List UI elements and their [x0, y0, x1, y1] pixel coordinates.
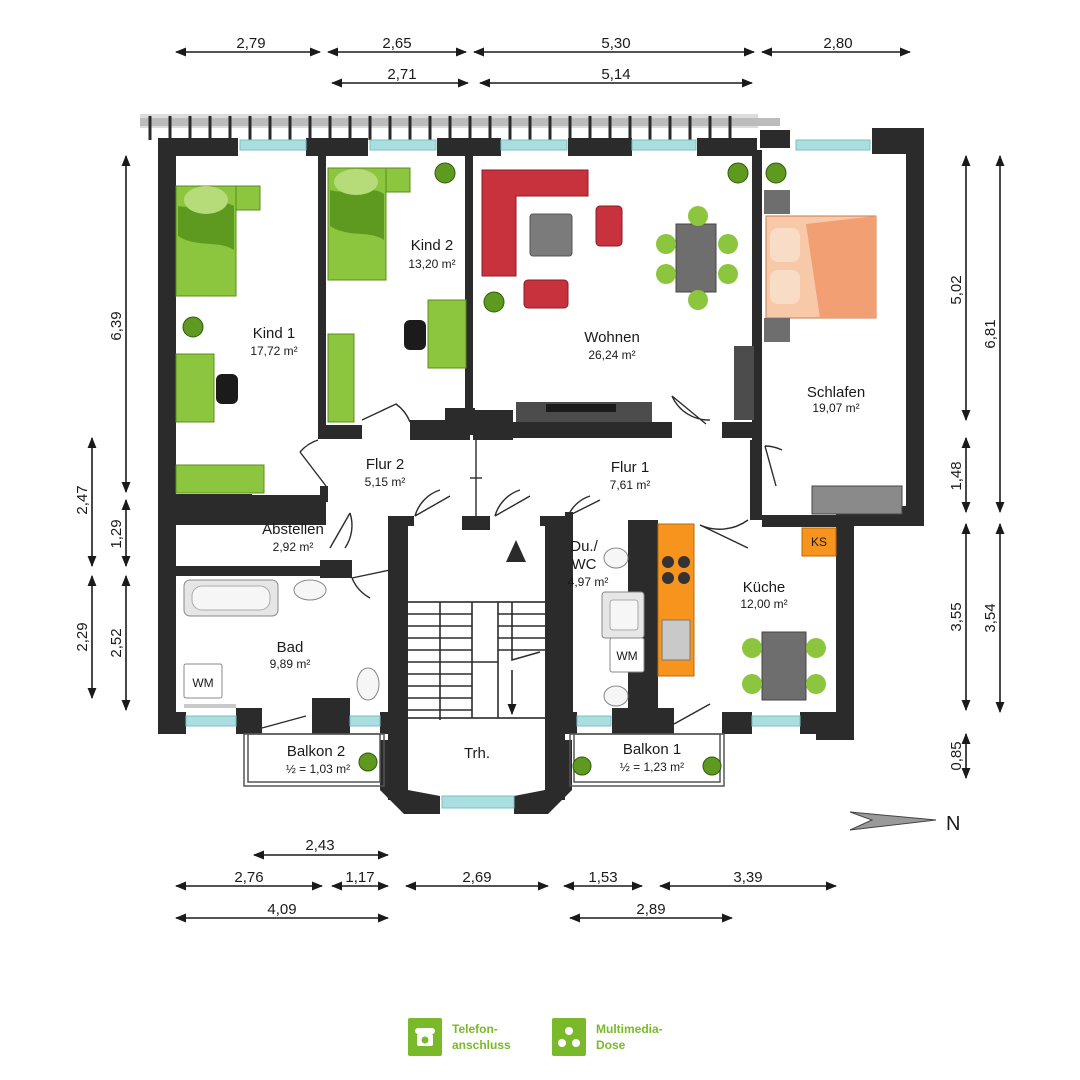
label-balkon2-area: ½ = 1,03 m²: [286, 762, 350, 776]
walls: [158, 128, 924, 814]
schlafen-furniture: [764, 162, 903, 515]
label-kind2-area: 13,20 m²: [408, 257, 455, 271]
label-flur2-area: 5,15 m²: [365, 475, 406, 489]
label-flur2-name: Flur 2: [366, 456, 404, 473]
legend-multimedia-line1: Multimedia-: [596, 1022, 663, 1036]
compass-arrow-icon: [849, 811, 937, 831]
label-wm-wc: WM: [616, 649, 637, 663]
label-treppenhaus: Trh.: [464, 745, 490, 762]
dim-bottom-2: 2,76: [234, 869, 263, 886]
label-kind1-area: 17,72 m²: [250, 344, 297, 358]
telephone-icon: [408, 1018, 442, 1056]
dim-bottom-5: 1,53: [588, 869, 617, 886]
legend-multimedia-line2: Dose: [596, 1038, 626, 1052]
wohnen-furniture: [481, 162, 754, 422]
kueche-furniture: [657, 523, 837, 701]
roof-eave: [140, 114, 780, 140]
dimension-labels: 2,79 2,65 5,30 2,80 2,71 5,14 6,39 2,47 …: [74, 35, 999, 918]
dim-bottom-1: 2,43: [305, 837, 334, 854]
label-kind2-name: Kind 2: [411, 237, 454, 254]
label-duwc-area: 4,97 m²: [568, 575, 609, 589]
label-balkon1-area: ½ = 1,23 m²: [620, 760, 684, 774]
dim-left-1: 6,39: [108, 311, 125, 340]
wc-furniture: [601, 547, 645, 707]
room-labels: Kind 1 17,72 m² Kind 2 13,20 m² Wohnen 2…: [192, 237, 865, 776]
label-wm-bad: WM: [192, 676, 213, 690]
dim-bottom-7: 4,09: [267, 901, 296, 918]
dimension-lines: [87, 47, 1005, 923]
label-schlafen-area: 19,07 m²: [812, 401, 859, 415]
dim-top-6: 5,14: [601, 66, 630, 83]
dim-top-3: 5,30: [601, 35, 630, 52]
label-duwc-name-1: Du./: [570, 538, 598, 555]
dim-bottom-3: 1,17: [345, 869, 374, 886]
dim-left-5: 2,52: [108, 628, 125, 657]
dim-top-1: 2,79: [236, 35, 265, 52]
north-arrow-icon: [506, 540, 526, 562]
label-bad-name: Bad: [277, 639, 304, 656]
multimedia-outlet-icon: [552, 1018, 586, 1056]
dim-top-5: 2,71: [387, 66, 416, 83]
legend-telephone: Telefon- anschluss: [408, 1018, 532, 1056]
label-ks: KS: [811, 535, 827, 549]
kind1-furniture: [175, 185, 265, 494]
label-duwc-name-2: WC: [572, 556, 597, 573]
dim-top-4: 2,80: [823, 35, 852, 52]
balconies: [243, 733, 725, 787]
compass: N: [849, 811, 960, 835]
label-abstellen-name: Abstellen: [262, 521, 324, 538]
label-flur1-area: 7,61 m²: [610, 478, 651, 492]
label-schlafen-name: Schlafen: [807, 384, 865, 401]
label-wohnen-name: Wohnen: [584, 329, 640, 346]
windows: [185, 139, 871, 809]
kind2-furniture: [327, 162, 467, 423]
dim-right-2: 6,81: [982, 319, 999, 348]
label-kueche-area: 12,00 m²: [740, 597, 787, 611]
dim-right-6: 0,85: [948, 741, 965, 770]
staircase: [405, 601, 549, 720]
dim-bottom-4: 2,69: [462, 869, 491, 886]
legend-multimedia-text: Multimedia- Dose: [596, 1021, 676, 1053]
dim-left-4: 2,29: [74, 622, 91, 651]
label-balkon2-name: Balkon 2: [287, 743, 345, 760]
dim-bottom-8: 2,89: [636, 901, 665, 918]
legend-telephone-line1: Telefon-: [452, 1022, 498, 1036]
balcony-plants: [358, 752, 722, 776]
dim-right-4: 3,55: [948, 602, 965, 631]
legend-telephone-text: Telefon- anschluss: [452, 1021, 532, 1053]
label-flur1-name: Flur 1: [611, 459, 649, 476]
legend-multimedia: Multimedia- Dose: [552, 1018, 676, 1056]
floor-areas: [175, 150, 908, 515]
label-bad-area: 9,89 m²: [270, 657, 311, 671]
dim-top-2: 2,65: [382, 35, 411, 52]
label-kind1-name: Kind 1: [253, 325, 296, 342]
label-balkon1-name: Balkon 1: [623, 741, 681, 758]
door-swings: [261, 395, 783, 729]
dim-left-2: 2,47: [74, 485, 91, 514]
dim-right-3: 1,48: [948, 461, 965, 490]
label-kueche-name: Küche: [743, 579, 786, 596]
dim-right-1: 5,02: [948, 275, 965, 304]
compass-label: N: [946, 813, 960, 835]
label-abstellen-area: 2,92 m²: [273, 540, 314, 554]
dim-bottom-6: 3,39: [733, 869, 762, 886]
label-wohnen-area: 26,24 m²: [588, 348, 635, 362]
dim-left-3: 1,29: [108, 519, 125, 548]
dim-right-5: 3,54: [982, 603, 999, 632]
legend-telephone-line2: anschluss: [452, 1038, 511, 1052]
bad-furniture: [183, 579, 380, 708]
